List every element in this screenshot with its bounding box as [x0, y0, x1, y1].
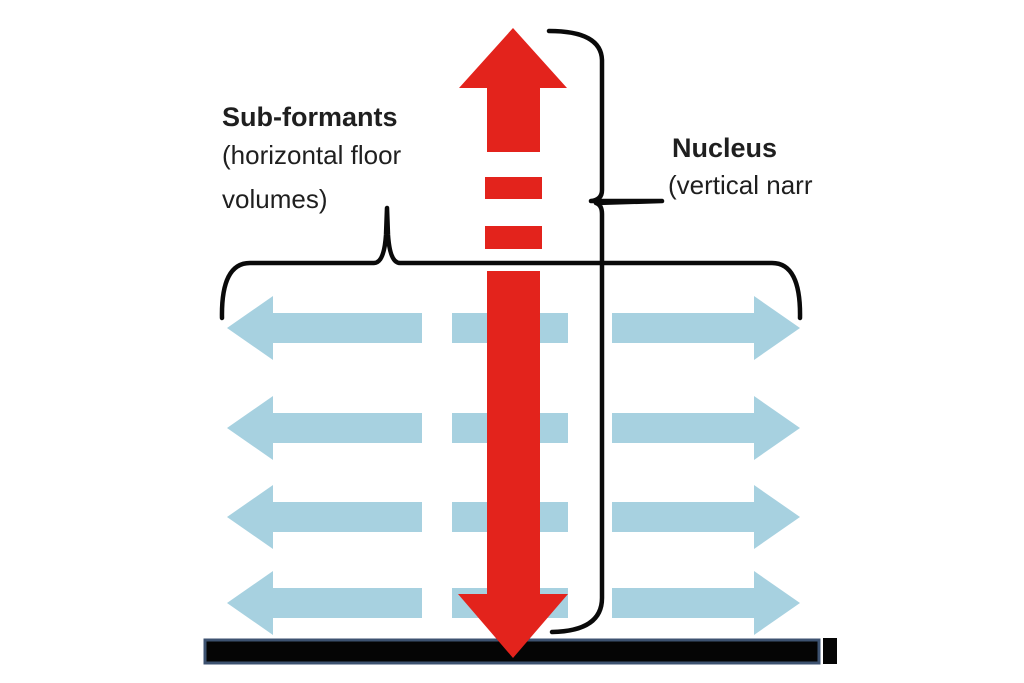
ground-bar-end [823, 638, 837, 664]
vertical-arrows [458, 28, 568, 658]
nucleus-subtitle-line1: (vertical narr [668, 170, 813, 200]
nucleus-title: Nucleus [672, 133, 778, 163]
nucleus-brace [546, 28, 665, 635]
floor-arrow-left-segment [227, 296, 422, 360]
floor-arrow-left-segment [227, 485, 422, 549]
braces [219, 28, 803, 635]
down-arrow-icon [458, 271, 568, 658]
sub-formants-subtitle-line2: volumes) [222, 184, 328, 214]
sub-formants-subtitle-line1: (horizontal floor [222, 140, 402, 170]
up-arrow-dash [485, 177, 542, 199]
floor-arrow-right-segment [612, 485, 800, 549]
floor-arrow-left-segment [227, 571, 422, 635]
up-arrow-dash [485, 226, 542, 249]
up-arrow-icon [459, 28, 567, 152]
floor-arrow-left-segment [227, 396, 422, 460]
floor-arrow-right-segment [612, 396, 800, 460]
floor-arrow-right-segment [612, 571, 800, 635]
sub-formants-title: Sub-formants [222, 102, 398, 132]
floor-arrow-right-segment [612, 296, 800, 360]
sub-formants-brace [219, 205, 803, 321]
